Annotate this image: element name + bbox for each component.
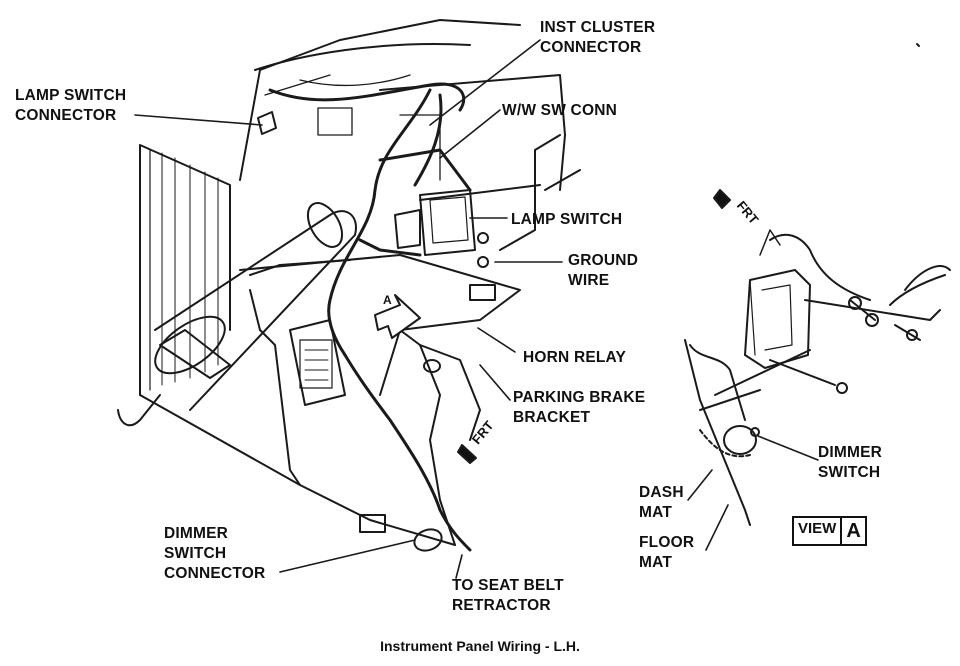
dash-panel [139,19,581,546]
steering-column [117,202,357,427]
view-a-leaders [687,435,819,551]
dimmer-switch-connector-part [359,514,443,552]
view-a-arrow [374,294,421,339]
ground-screw [469,232,496,301]
horn-relay-label: HORN RELAY [523,349,627,366]
leader-lines [134,39,563,579]
view-a-inset [684,189,951,526]
view-letter: A [840,518,864,544]
view-text: VIEW [798,520,837,537]
lamp-switch-body [394,189,476,256]
wiring-harness-fine [264,74,441,181]
front-arrow-left [457,444,477,464]
lamp-switch-connector-part [257,111,277,135]
horn-relay [289,319,346,406]
ww-sw-conn-label: W/W SW CONN [502,102,617,119]
stray-mark [916,43,920,47]
figure-caption: Instrument Panel Wiring - L.H. [380,638,580,654]
view-a-box: VIEW A [792,516,867,546]
parking-brake-bracket [239,254,521,546]
lamp-switch-label: LAMP SWITCH [511,211,623,228]
callout-letter-a: A [383,293,392,307]
